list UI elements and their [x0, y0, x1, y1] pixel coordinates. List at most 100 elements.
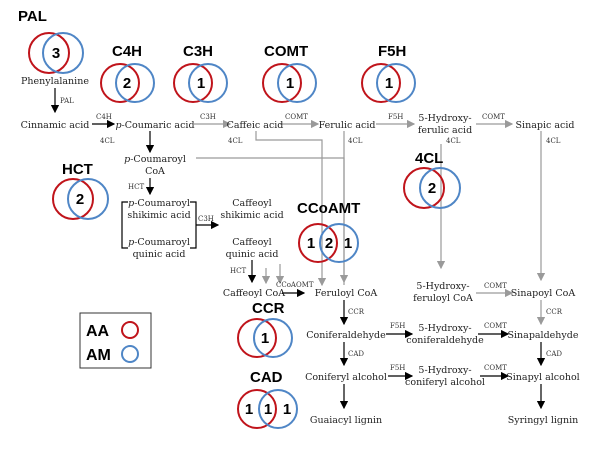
compound-caffeoyl-shikimic-line1: Caffeoyl [232, 198, 271, 209]
venn-hct-aa-circle [52, 178, 94, 220]
venn-hct-title: HCT [62, 161, 93, 178]
legend-aa-swatch [121, 321, 139, 339]
venn-comt-am-circle [277, 63, 317, 103]
legend-am-swatch [121, 345, 139, 363]
venn-4cl-am-circle [419, 167, 461, 209]
compound-coumaroyl-quinic-line2: quinic acid [133, 249, 186, 260]
venn-ccoamt-count-am: 1 [344, 235, 352, 252]
compound-p-coumaric-acid: p-Coumaric acid [115, 120, 194, 131]
compound-hydroxyferuloyl-coa-line1: 5-Hydroxy- [416, 281, 469, 292]
venn-4cl-count: 2 [428, 180, 436, 197]
legend: AA AM [79, 312, 152, 369]
compound-phenylalanine: Phenylalanine [21, 76, 89, 87]
compound-sinapyl-alcohol: Sinapyl alcohol [506, 372, 579, 383]
venn-f5h-count: 1 [385, 75, 393, 92]
compound-sinapaldehyde: Sinapaldehyde [507, 330, 578, 341]
compound-guaiacyl-lignin: Guaiacyl lignin [310, 415, 382, 426]
label-f5h-low: F5H [390, 364, 405, 372]
compound-hydroxyferuloyl-coa-line2: feruloyl CoA [413, 293, 473, 304]
compound-hydroxyconiferaldehyde-line2: coniferaldehyde [406, 335, 484, 346]
compound-sinapoyl-coa: Sinapoyl CoA [511, 288, 576, 299]
venn-c4h-count: 2 [123, 75, 131, 92]
venn-cad-count-aa: 1 [245, 401, 253, 418]
venn-pal-count: 3 [52, 45, 60, 62]
venn-cad-am-circle [258, 389, 298, 429]
venn-pal-am-circle [42, 32, 84, 74]
venn-comt-title: COMT [264, 43, 308, 60]
venn-comt: COMT 1 [262, 43, 317, 103]
venn-pal-aa-circle [28, 32, 70, 74]
bracket-right [190, 201, 197, 249]
compound-feruloyl-coa: Feruloyl CoA [315, 288, 378, 299]
venn-c4h-aa-circle [100, 63, 140, 103]
legend-am-label: AM [86, 347, 111, 364]
venn-ccoamt-am-circle [319, 223, 359, 263]
venn-c3h-title: C3H [183, 43, 213, 60]
label-ccr-1: CCR [348, 308, 365, 316]
venn-f5h-aa-circle [361, 63, 401, 103]
bracket-left [121, 201, 128, 249]
venn-cad-count-am: 1 [283, 401, 291, 418]
compound-caffeoyl-quinic-line1: Caffeoyl [232, 237, 271, 248]
legend-box [79, 312, 152, 369]
venn-ccr-title: CCR [252, 300, 285, 317]
venn-c3h-count: 1 [197, 75, 205, 92]
label-4cl-1: 4CL [100, 137, 115, 145]
label-4cl-3: 4CL [348, 137, 363, 145]
compound-caffeic-acid: Caffeic acid [227, 120, 284, 131]
venn-c4h: C4H 2 [100, 43, 155, 103]
label-c4h: C4H [96, 113, 112, 121]
venn-f5h-am-circle [376, 63, 416, 103]
compound-hydroxyferulic-line2: ferulic acid [418, 125, 472, 136]
compound-coniferaldehyde: Coniferaldehyde [306, 330, 386, 341]
compound-cinnamic-acid: Cinnamic acid [21, 120, 90, 131]
label-cad-2: CAD [546, 350, 562, 358]
venn-pal-title: PAL [18, 8, 47, 25]
venn-hct-am-circle [67, 178, 109, 220]
compound-coumaroyl-shikimic-line2: shikimic acid [127, 210, 190, 221]
venn-c4h-title: C4H [112, 43, 142, 60]
venn-ccoamt: CCoAMT 1 2 1 [297, 200, 360, 263]
label-comt-low: COMT [484, 322, 507, 330]
venn-f5h: F5H 1 [361, 43, 416, 103]
compound-coumaroyl-shikimic-line1: p-Coumaroyl [128, 198, 190, 209]
label-f5h-mid: F5H [390, 322, 405, 330]
compounds: Phenylalanine Cinnamic acid p-Coumaric a… [21, 76, 580, 426]
compound-ferulic-acid: Ferulic acid [319, 120, 376, 131]
compound-hydroxyferulic-line1: 5-Hydroxy- [418, 113, 471, 124]
label-4cl-4: 4CL [446, 137, 461, 145]
compound-sinapic-acid: Sinapic acid [516, 120, 575, 131]
venn-cad-aa-circle [237, 389, 277, 429]
compound-coumaroyl-quinic-line1: p-Coumaroyl [128, 237, 190, 248]
label-ccr-2: CCR [546, 308, 563, 316]
label-4cl-2: 4CL [228, 137, 243, 145]
venn-ccoamt-count-aa: 1 [307, 235, 315, 252]
legend-aa-label: AA [86, 323, 110, 340]
compound-coniferyl-alcohol: Coniferyl alcohol [305, 372, 387, 383]
venn-comt-count: 1 [286, 75, 294, 92]
label-comt-top2: COMT [482, 113, 505, 121]
venn-f5h-title: F5H [378, 43, 406, 60]
arrow-4cl-caffeic [255, 131, 327, 287]
venn-ccoamt-title: CCoAMT [297, 200, 360, 217]
label-hct-1: HCT [128, 183, 144, 191]
venn-ccoamt-aa-circle [298, 223, 338, 263]
compound-hydroxyconiferaldehyde-line1: 5-Hydroxy- [418, 323, 471, 334]
venn-cad-count-both: 1 [264, 401, 272, 418]
compound-caffeoyl-shikimic-line2: shikimic acid [220, 210, 283, 221]
venn-ccr-aa-circle [237, 318, 277, 358]
label-c3h-mid: C3H [198, 215, 214, 223]
label-4cl-5: 4CL [546, 137, 561, 145]
venn-hct-count: 2 [76, 191, 84, 208]
venn-4cl-aa-circle [403, 167, 445, 209]
venn-comt-aa-circle [262, 63, 302, 103]
label-comt-mid: COMT [484, 282, 507, 290]
venn-ccoamt-count-both: 2 [325, 235, 333, 252]
label-ccoaomt: CCoAOMT [276, 281, 314, 289]
venn-ccr-am-circle [253, 318, 293, 358]
pathway-arrows [50, 88, 546, 410]
compound-hydroxyconiferyl-alcohol-line2: coniferyl alcohol [405, 377, 485, 388]
venn-c3h-am-circle [188, 63, 228, 103]
